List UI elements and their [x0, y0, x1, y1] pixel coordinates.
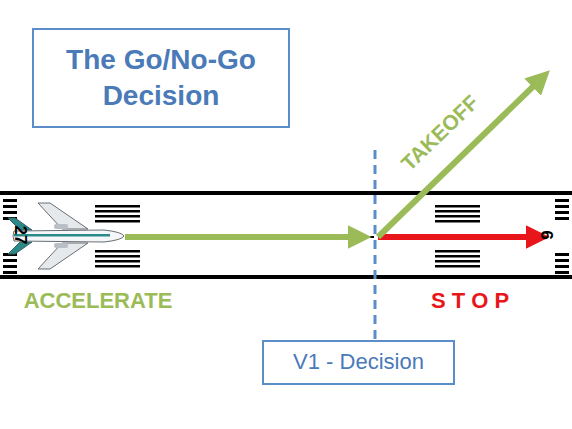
phase-label: ACCELERATE — [24, 288, 173, 314]
threshold-markings — [3, 199, 569, 274]
runway-number: 9 — [538, 230, 558, 239]
airplane — [8, 203, 124, 269]
stop-arrow — [378, 234, 540, 240]
box-text: The Go/No-Go Decision — [34, 42, 288, 115]
runway-number: 27 — [10, 226, 30, 245]
phase-label: TAKEOFF — [397, 90, 484, 175]
title-box: The Go/No-Go Decision — [32, 28, 290, 128]
decision-box: V1 - Decision — [262, 340, 455, 385]
takeoff-arrow — [378, 77, 543, 237]
decision-line — [374, 150, 377, 340]
box-text: V1 - Decision — [293, 349, 424, 375]
accelerate-arrow — [125, 234, 362, 240]
phase-label: S T O P — [431, 288, 509, 314]
runway — [0, 193, 572, 277]
